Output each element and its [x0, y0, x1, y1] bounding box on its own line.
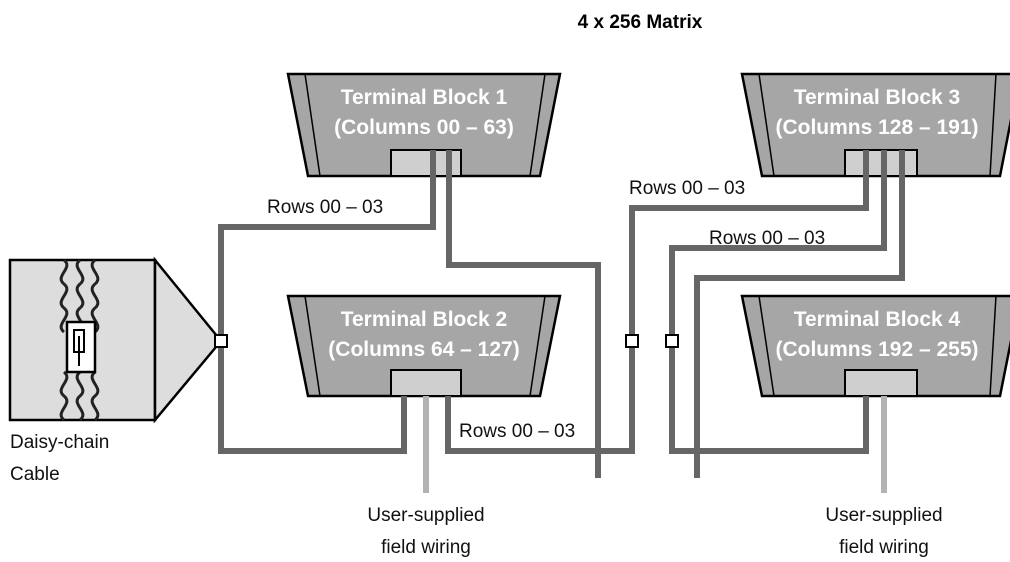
wiring-group: [218, 150, 905, 478]
junction-icon: [214, 334, 228, 348]
rows-label-2: Rows 00 – 03: [459, 421, 575, 442]
connector-icon: [65, 320, 97, 374]
wire-rows-to-block-2: [218, 341, 407, 454]
wire-rows-to-block-4: [669, 341, 869, 454]
rows-label-3: Rows 00 – 03: [629, 178, 745, 199]
terminal-block-2: Terminal Block 2 (Columns 64 – 127): [286, 294, 562, 398]
wire-block-2-out: [445, 341, 635, 454]
terminal-block-4-name: Terminal Block 4: [794, 308, 961, 331]
junction-icon: [665, 334, 679, 348]
wire-rows-to-block-1: [218, 150, 436, 341]
terminal-block-1-columns: (Columns 00 – 63): [334, 116, 514, 139]
terminal-block-2-name: Terminal Block 2: [341, 308, 508, 331]
terminal-block-4: Terminal Block 4 (Columns 192 – 255): [740, 294, 1010, 398]
field-wiring-left-line1: User-supplied: [367, 505, 484, 526]
terminal-block-3: Terminal Block 3 (Columns 128 – 191): [740, 72, 1010, 178]
cable-label-line2: Cable: [10, 464, 60, 485]
daisy-chain-cable-icon: [8, 256, 223, 424]
terminal-block-3-name: Terminal Block 3: [794, 86, 961, 109]
cable-label-line1: Daisy-chain: [10, 432, 109, 453]
field-wiring-right-line2: field wiring: [839, 537, 929, 558]
wire-rows-to-block-3b: [669, 150, 887, 341]
terminal-block-4-columns: (Columns 192 – 255): [775, 338, 978, 361]
field-wiring-right-line1: User-supplied: [825, 505, 942, 526]
terminal-block-1: Terminal Block 1 (Columns 00 – 63): [286, 72, 562, 178]
terminal-block-1-name: Terminal Block 1: [341, 86, 508, 109]
rows-label-1: Rows 00 – 03: [267, 197, 383, 218]
terminal-block-2-columns: (Columns 64 – 127): [328, 338, 519, 361]
wire-block-1-out: [446, 150, 601, 478]
field-wiring-group: [423, 396, 887, 493]
rows-label-4: Rows 00 – 03: [709, 228, 825, 249]
field-wiring-left-line2: field wiring: [381, 537, 471, 558]
junction-icon: [625, 334, 639, 348]
wire-block-3-out: [694, 150, 905, 478]
terminal-block-3-columns: (Columns 128 – 191): [775, 116, 978, 139]
diagram-title: 4 x 256 Matrix: [578, 12, 703, 33]
wire-rows-to-block-3: [629, 150, 869, 341]
